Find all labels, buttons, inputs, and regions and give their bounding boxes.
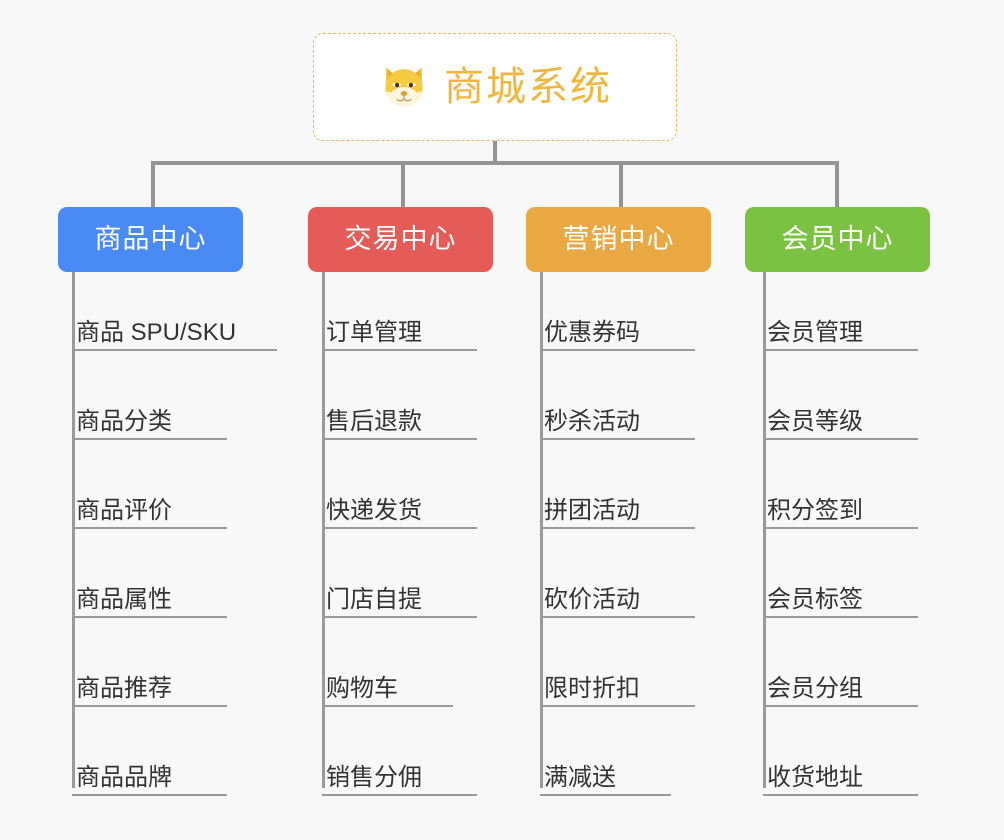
leaf-item-member-management[interactable]: 会员管理 <box>763 305 918 351</box>
branch-trunk-marketing-center <box>540 272 543 788</box>
leaf-item-member-group[interactable]: 会员分组 <box>763 661 918 707</box>
leaf-label: 积分签到 <box>767 496 863 524</box>
leaf-item-flash-sale[interactable]: 秒杀活动 <box>540 394 695 440</box>
leaf-label: 销售分佣 <box>326 763 422 791</box>
leaf-label: 商品属性 <box>76 585 172 613</box>
branch-trunk-member-center <box>763 272 766 788</box>
leaf-label: 商品分类 <box>76 407 172 435</box>
leaf-label: 满减送 <box>544 763 616 791</box>
connector-drop-marketing-center <box>619 161 623 209</box>
leaf-label: 商品评价 <box>76 496 172 524</box>
leaf-label: 会员分组 <box>767 674 863 702</box>
connector-root-stem <box>493 141 497 165</box>
shiba-dog-face-icon <box>385 67 423 107</box>
leaf-label: 砍价活动 <box>544 585 640 613</box>
leaf-label: 商品推荐 <box>76 674 172 702</box>
category-header-trade-center[interactable]: 交易中心 <box>308 207 493 272</box>
leaf-item-points-checkin[interactable]: 积分签到 <box>763 483 918 529</box>
leaf-label: 售后退款 <box>326 407 422 435</box>
leaf-item-product-review[interactable]: 商品评价 <box>72 483 227 529</box>
connector-drop-trade-center <box>401 161 405 209</box>
category-label: 营销中心 <box>562 224 675 254</box>
leaf-label: 会员标签 <box>767 585 863 613</box>
leaf-label: 购物车 <box>326 674 398 702</box>
category-header-marketing-center[interactable]: 营销中心 <box>526 207 711 272</box>
category-header-member-center[interactable]: 会员中心 <box>745 207 930 272</box>
leaf-item-product-recommend[interactable]: 商品推荐 <box>72 661 227 707</box>
leaf-label: 会员等级 <box>767 407 863 435</box>
category-header-product-center[interactable]: 商品中心 <box>58 207 243 272</box>
leaf-label: 快递发货 <box>326 496 422 524</box>
category-label: 商品中心 <box>94 224 207 254</box>
leaf-item-member-tag[interactable]: 会员标签 <box>763 572 918 618</box>
leaf-item-product-attribute[interactable]: 商品属性 <box>72 572 227 618</box>
leaf-label: 限时折扣 <box>544 674 640 702</box>
connector-drop-product-center <box>151 161 155 209</box>
branch-trunk-trade-center <box>322 272 325 788</box>
leaf-item-group-buy[interactable]: 拼团活动 <box>540 483 695 529</box>
category-label: 会员中心 <box>781 224 894 254</box>
leaf-item-coupon-code[interactable]: 优惠券码 <box>540 305 695 351</box>
leaf-item-product-category[interactable]: 商品分类 <box>72 394 227 440</box>
leaf-item-bargain-activity[interactable]: 砍价活动 <box>540 572 695 618</box>
leaf-label: 门店自提 <box>326 585 422 613</box>
leaf-label: 秒杀活动 <box>544 407 640 435</box>
leaf-item-shopping-cart[interactable]: 购物车 <box>322 661 453 707</box>
leaf-item-product-spu-sku[interactable]: 商品 SPU/SKU <box>72 305 277 351</box>
leaf-label: 商品品牌 <box>76 763 172 791</box>
leaf-label: 订单管理 <box>326 318 422 346</box>
leaf-label: 优惠券码 <box>544 318 640 346</box>
root-title: 商城系统 <box>444 65 612 109</box>
leaf-item-full-reduction-gift[interactable]: 满减送 <box>540 750 671 796</box>
category-label: 交易中心 <box>344 224 457 254</box>
leaf-label: 会员管理 <box>767 318 863 346</box>
leaf-label: 收货地址 <box>767 763 863 791</box>
leaf-item-limited-time-discount[interactable]: 限时折扣 <box>540 661 695 707</box>
leaf-item-after-sales-refund[interactable]: 售后退款 <box>322 394 477 440</box>
branch-trunk-product-center <box>72 272 75 788</box>
connector-drop-member-center <box>835 161 839 209</box>
leaf-item-product-brand[interactable]: 商品品牌 <box>72 750 227 796</box>
leaf-item-express-shipping[interactable]: 快递发货 <box>322 483 477 529</box>
leaf-item-member-level[interactable]: 会员等级 <box>763 394 918 440</box>
leaf-item-shipping-address[interactable]: 收货地址 <box>763 750 918 796</box>
root-node-shopping-mall-system[interactable]: 商城系统 <box>313 33 677 141</box>
connector-horizontal-bus <box>151 161 839 165</box>
leaf-item-sales-commission[interactable]: 销售分佣 <box>322 750 477 796</box>
leaf-item-order-management[interactable]: 订单管理 <box>322 305 477 351</box>
leaf-label: 商品 SPU/SKU <box>76 318 237 346</box>
leaf-label: 拼团活动 <box>544 496 640 524</box>
leaf-item-store-pickup[interactable]: 门店自提 <box>322 572 477 618</box>
